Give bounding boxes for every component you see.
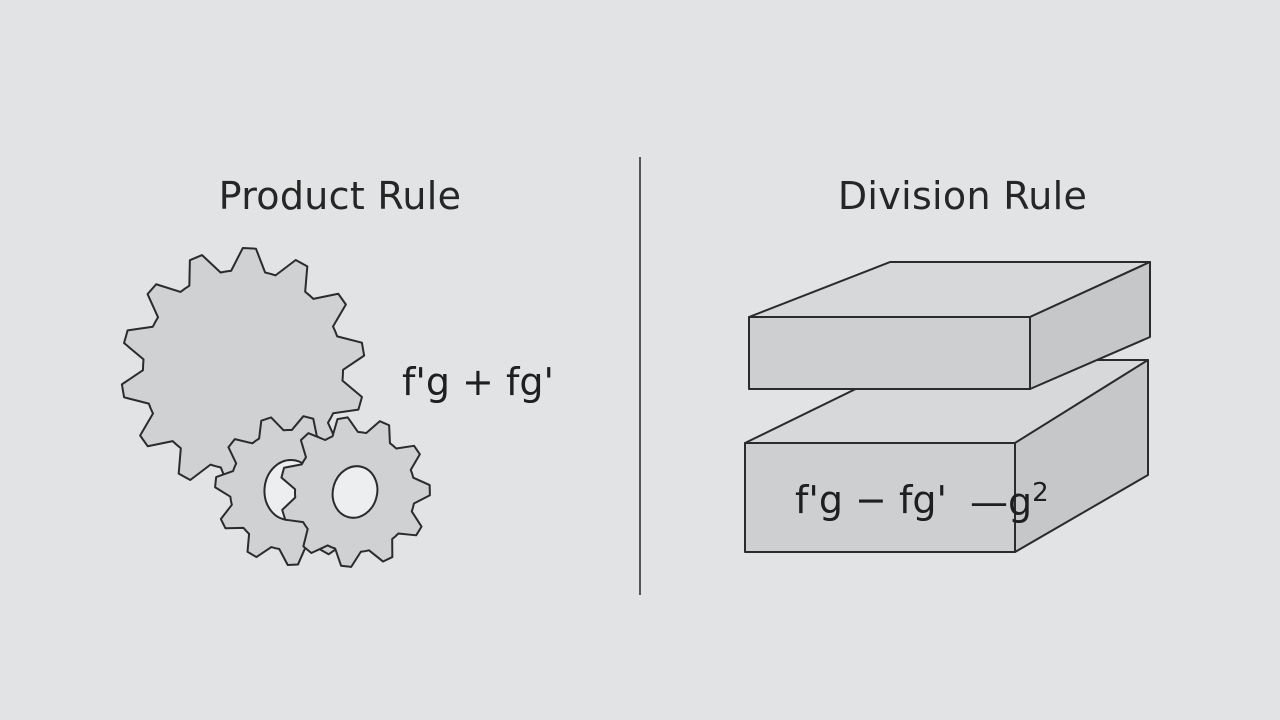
division-rule-denominator: —g2 — [970, 478, 1049, 524]
gears-icon — [120, 247, 431, 568]
fraction-bar: — — [970, 480, 1008, 524]
panel-divider — [639, 157, 641, 595]
top-block — [748, 261, 1151, 390]
denominator-base: g — [1008, 480, 1033, 524]
denominator-exponent: 2 — [1032, 478, 1049, 508]
division-rule-numerator: f'g − fg' — [795, 478, 947, 522]
small-gear-right — [280, 416, 431, 568]
small-gear-right-hole — [331, 465, 379, 519]
product-rule-formula: f'g + fg' — [402, 360, 554, 404]
division-rule-title: Division Rule — [837, 174, 1088, 218]
product-rule-title: Product Rule — [218, 174, 462, 218]
stacked-blocks-icon — [744, 261, 1151, 553]
bottom-block — [744, 359, 1149, 553]
